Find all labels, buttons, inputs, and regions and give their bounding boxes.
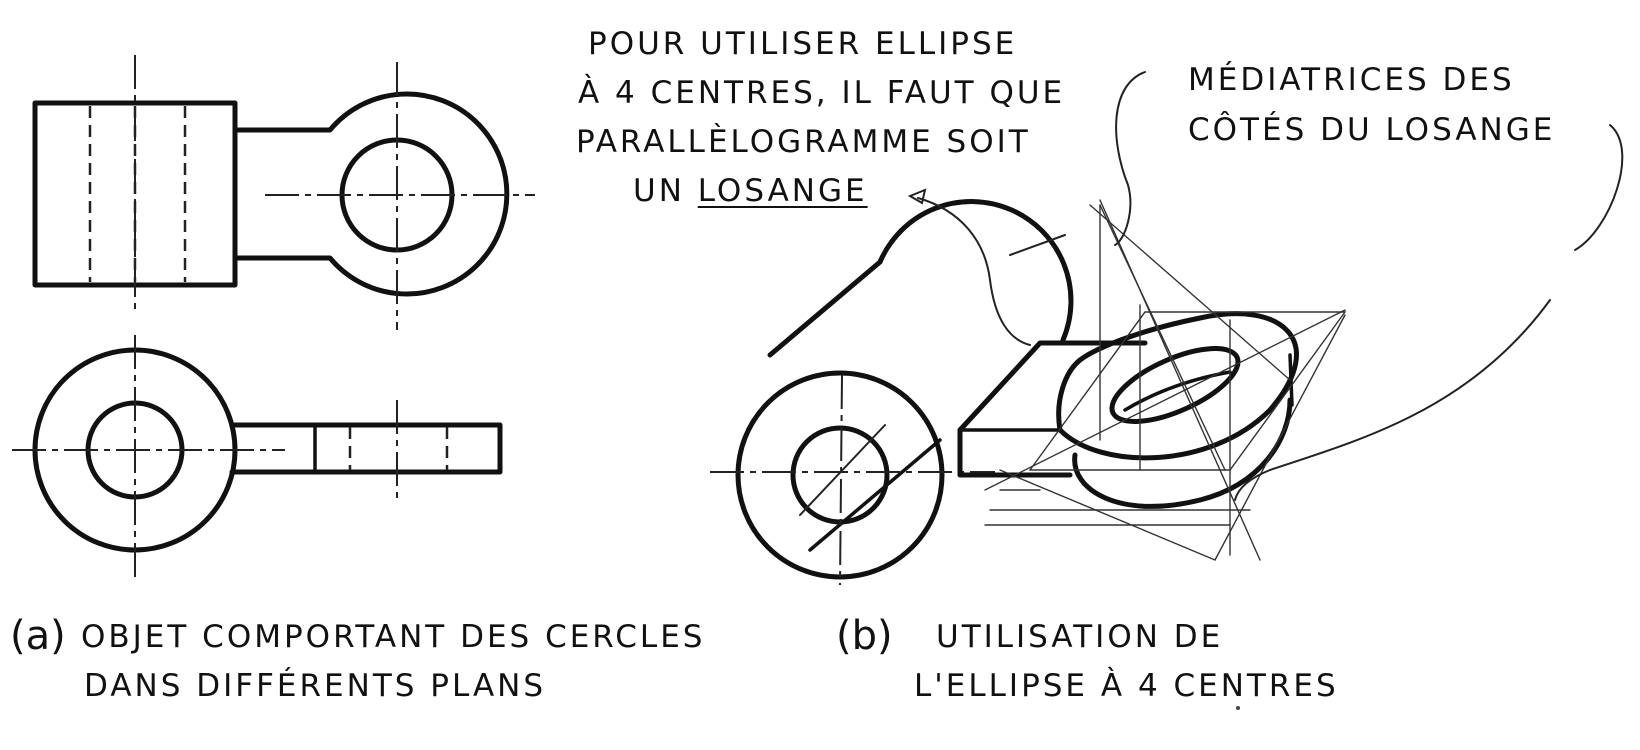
cylinder-construction-line [1009,234,1066,256]
rhombus-note-line4: UN LOSANGE [633,176,868,207]
front-view-arm [229,422,503,475]
eye-hole-ellipse [1109,346,1241,424]
cylinder-centerline-v [839,374,843,586]
top-view [32,55,535,330]
speck [1236,706,1240,710]
front-view [12,335,503,580]
construction-line [999,469,1216,561]
eye-side-edge [1288,353,1294,407]
arm-plate-front [957,427,1073,478]
construction-rhombus [1028,311,1347,471]
cylinder-centerline-diag [799,424,886,516]
isometric-view [710,71,1624,586]
caption-b-line1: UTILISATION DE [936,619,1224,655]
caption-a-letter: (a) [10,613,66,659]
rhombus-note-line2: À 4 CENTRES, IL FAUT QUE [578,75,1066,111]
bisector-note-line1: MÉDIATRICES DES [1188,62,1515,98]
leader-line-mediatrices [1574,124,1624,251]
rhombus-note-line4-prefix: UN [633,173,685,209]
construction-line [1214,314,1346,561]
bisector-note-line2: CÔTÉS DU LOSANGE [1188,112,1556,148]
eye-side-surface [1072,397,1293,509]
leader-line-mediatrices [1234,299,1551,501]
caption-b-line2: L'ELLIPSE À 4 CENTRES [914,668,1339,704]
cylinder-bottom-edge [808,438,942,552]
leader-line-mediatrices [1114,71,1146,246]
cylinder-front-face [735,370,945,580]
leader-line-losange [917,197,1031,346]
leader-arrowhead [907,188,927,205]
construction-line [1099,204,1226,471]
cylinder-top-edge [767,199,1074,358]
caption-b-letter: (b) [836,613,893,659]
caption-a-line2: DANS DIFFÉRENTS PLANS [84,668,547,704]
rhombus-note-line3: PARALLÈLOGRAMME SOIT [576,124,1031,160]
eye-top-ellipse [1056,311,1299,461]
caption-a-line1: OBJET COMPORTANT DES CERCLES [81,619,706,655]
rhombus-note-line1: POUR UTILISER ELLIPSE [588,26,1018,62]
rhombus-note-line4-emphasis: LOSANGE [697,173,868,209]
construction-line [984,309,1346,491]
